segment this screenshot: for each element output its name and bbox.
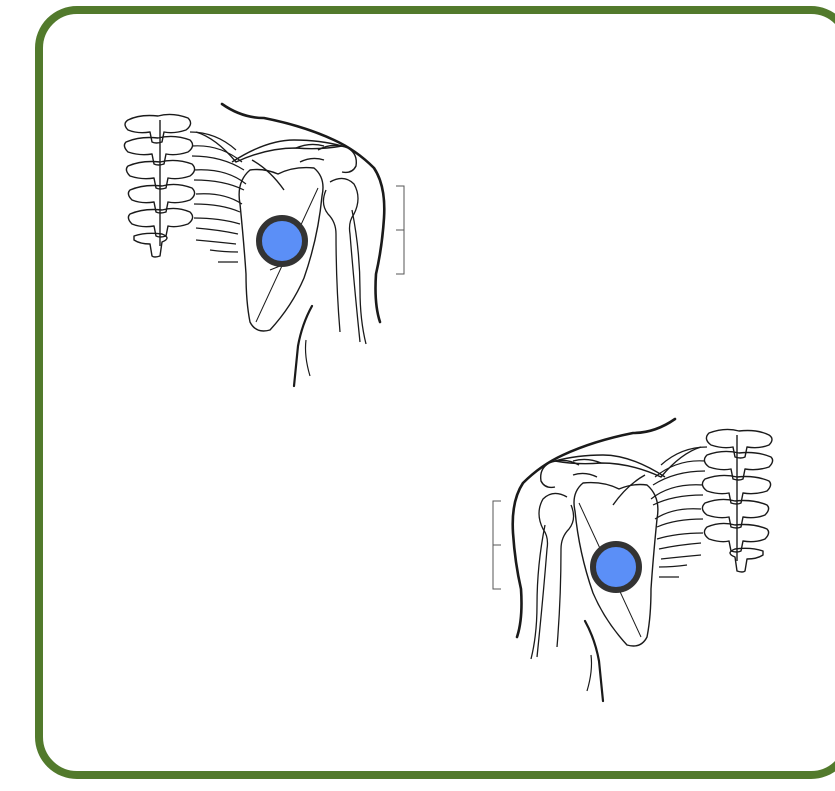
blue-circle-marker bbox=[593, 544, 639, 590]
left-shoulder-illustration bbox=[124, 104, 404, 386]
blue-circle-marker bbox=[259, 218, 305, 264]
right-shoulder-illustration bbox=[493, 419, 773, 701]
